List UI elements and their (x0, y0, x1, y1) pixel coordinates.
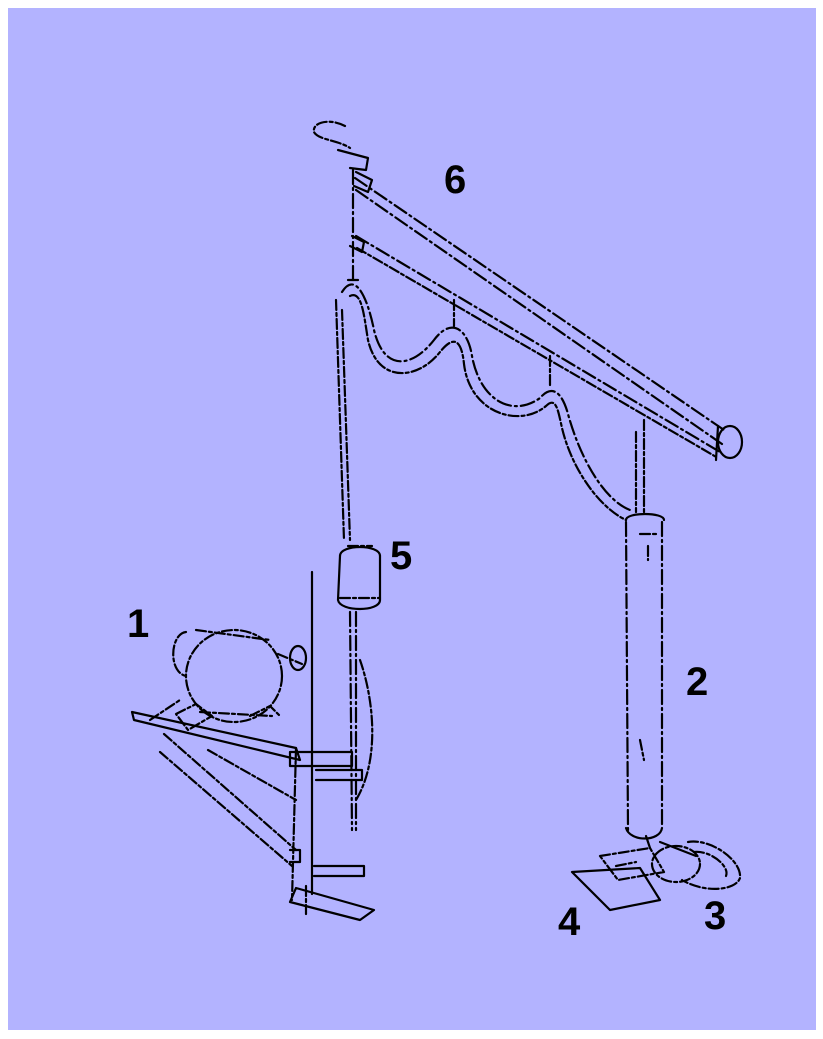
callout-6-boom: 6 (444, 158, 467, 202)
motor-base-stand (130, 698, 376, 922)
left-mast (334, 168, 360, 542)
right-column (624, 512, 666, 840)
motor-unit (172, 628, 308, 732)
callout-3-pedal: 3 (704, 894, 727, 938)
callout-5-joint: 5 (390, 534, 413, 578)
overhead-boom-arm (312, 120, 744, 462)
foot-pedal-assembly (570, 834, 742, 912)
callout-2-column: 2 (686, 660, 709, 704)
callout-1-motor: 1 (127, 602, 150, 646)
suspended-hose (340, 283, 646, 522)
left-support-pole (288, 570, 374, 896)
callout-4-pedal: 4 (558, 900, 581, 944)
coupling-joint (336, 544, 382, 610)
diagram-background (8, 8, 816, 1030)
